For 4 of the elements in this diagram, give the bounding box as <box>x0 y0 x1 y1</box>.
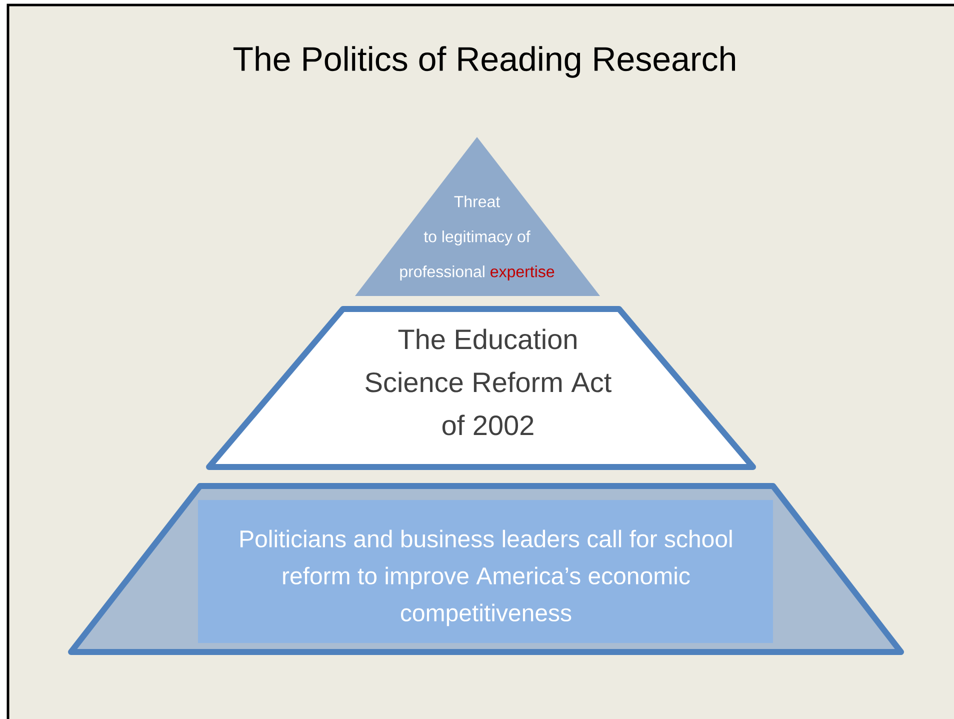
base-trapezoid: Politicians and business leaders call for school reform to improve America’s economic competitiveness <box>68 483 904 655</box>
title: The Politics of Reading Research <box>233 46 735 78</box>
apex-triangle: Threat to legitimacy of professional expertise <box>355 137 600 296</box>
middle-trapezoid: The Education Science Reform Act of 2002 <box>206 306 756 470</box>
